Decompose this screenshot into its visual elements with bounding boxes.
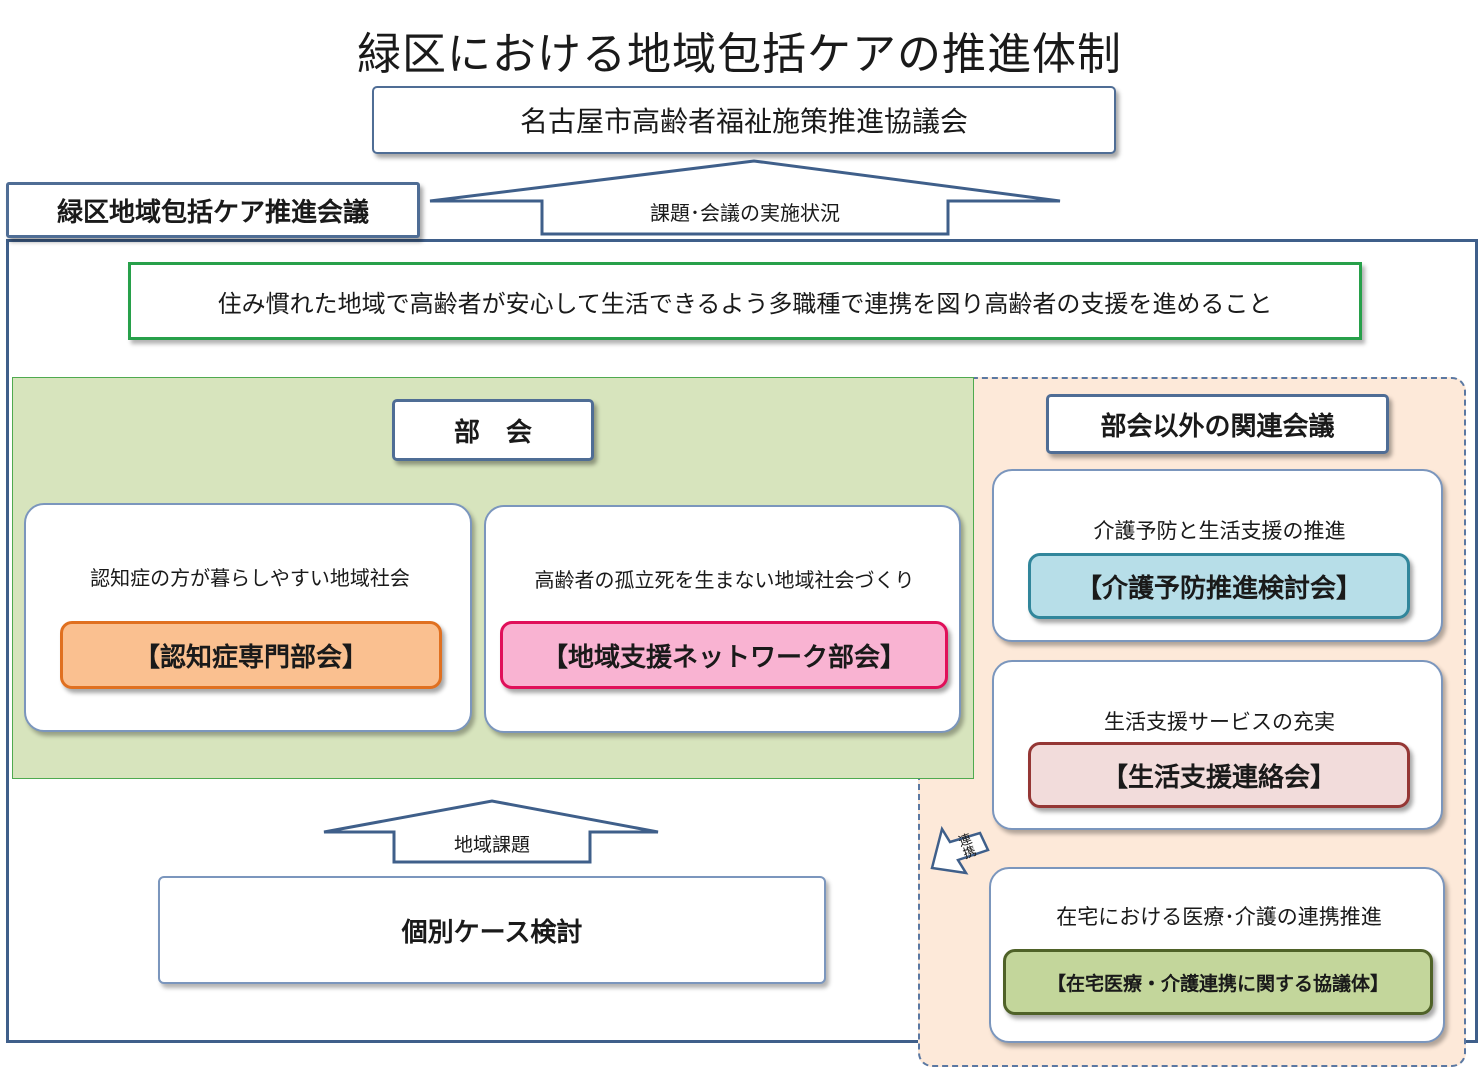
homecare-card: 在宅における医療･介護の連携推進 【在宅医療・介護連携に関する協議体】 bbox=[989, 867, 1445, 1043]
main-meeting-label: 緑区地域包括ケア推進会議 bbox=[6, 182, 420, 238]
network-theme: 高齢者の孤立死を生まない地域社会づくり bbox=[534, 567, 915, 592]
livelihood-committee: 【生活支援連絡会】 bbox=[1028, 742, 1410, 808]
prevention-committee: 【介護予防推進検討会】 bbox=[1028, 553, 1410, 619]
homecare-committee: 【在宅医療・介護連携に関する協議体】 bbox=[1003, 949, 1433, 1015]
main-meeting-frame bbox=[6, 239, 1478, 1043]
dementia-card: 認知症の方が暮らしやすい地域社会 【認知症専門部会】 bbox=[24, 503, 472, 732]
upward-arrow-top bbox=[429, 159, 1061, 236]
page-title: 緑区における地域包括ケアの推進体制 bbox=[357, 29, 1122, 80]
case-review-box: 個別ケース検討 bbox=[158, 876, 826, 984]
prevention-card: 介護予防と生活支援の推進 【介護予防推進検討会】 bbox=[992, 469, 1443, 642]
up-arrow-top-label: 課題･会議の実施状況 bbox=[650, 200, 840, 225]
upward-arrow-bottom bbox=[323, 799, 659, 864]
link-arrow bbox=[930, 825, 990, 875]
livelihood-card: 生活支援サービスの充実 【生活支援連絡会】 bbox=[992, 660, 1443, 830]
goal-box: 住み慣れた地域で高齢者が安心して生活できるよう多職種で連携を図り高齢者の支援を進… bbox=[128, 262, 1362, 340]
bukai-header: 部 会 bbox=[392, 399, 594, 461]
network-committee: 【地域支援ネットワーク部会】 bbox=[500, 621, 948, 689]
dementia-committee: 【認知症専門部会】 bbox=[60, 621, 442, 689]
up-arrow-bottom-label: 地域課題 bbox=[453, 833, 530, 856]
network-card: 高齢者の孤立死を生まない地域社会づくり 【地域支援ネットワーク部会】 bbox=[484, 505, 961, 733]
homecare-theme: 在宅における医療･介護の連携推進 bbox=[1056, 905, 1382, 929]
dementia-theme: 認知症の方が暮らしやすい地域社会 bbox=[90, 565, 410, 590]
livelihood-theme: 生活支援サービスの充実 bbox=[1104, 710, 1335, 734]
related-header: 部会以外の関連会議 bbox=[1046, 394, 1389, 454]
prevention-theme: 介護予防と生活支援の推進 bbox=[1093, 519, 1346, 543]
top-council-box: 名古屋市高齢者福祉施策推進協議会 bbox=[372, 86, 1116, 154]
